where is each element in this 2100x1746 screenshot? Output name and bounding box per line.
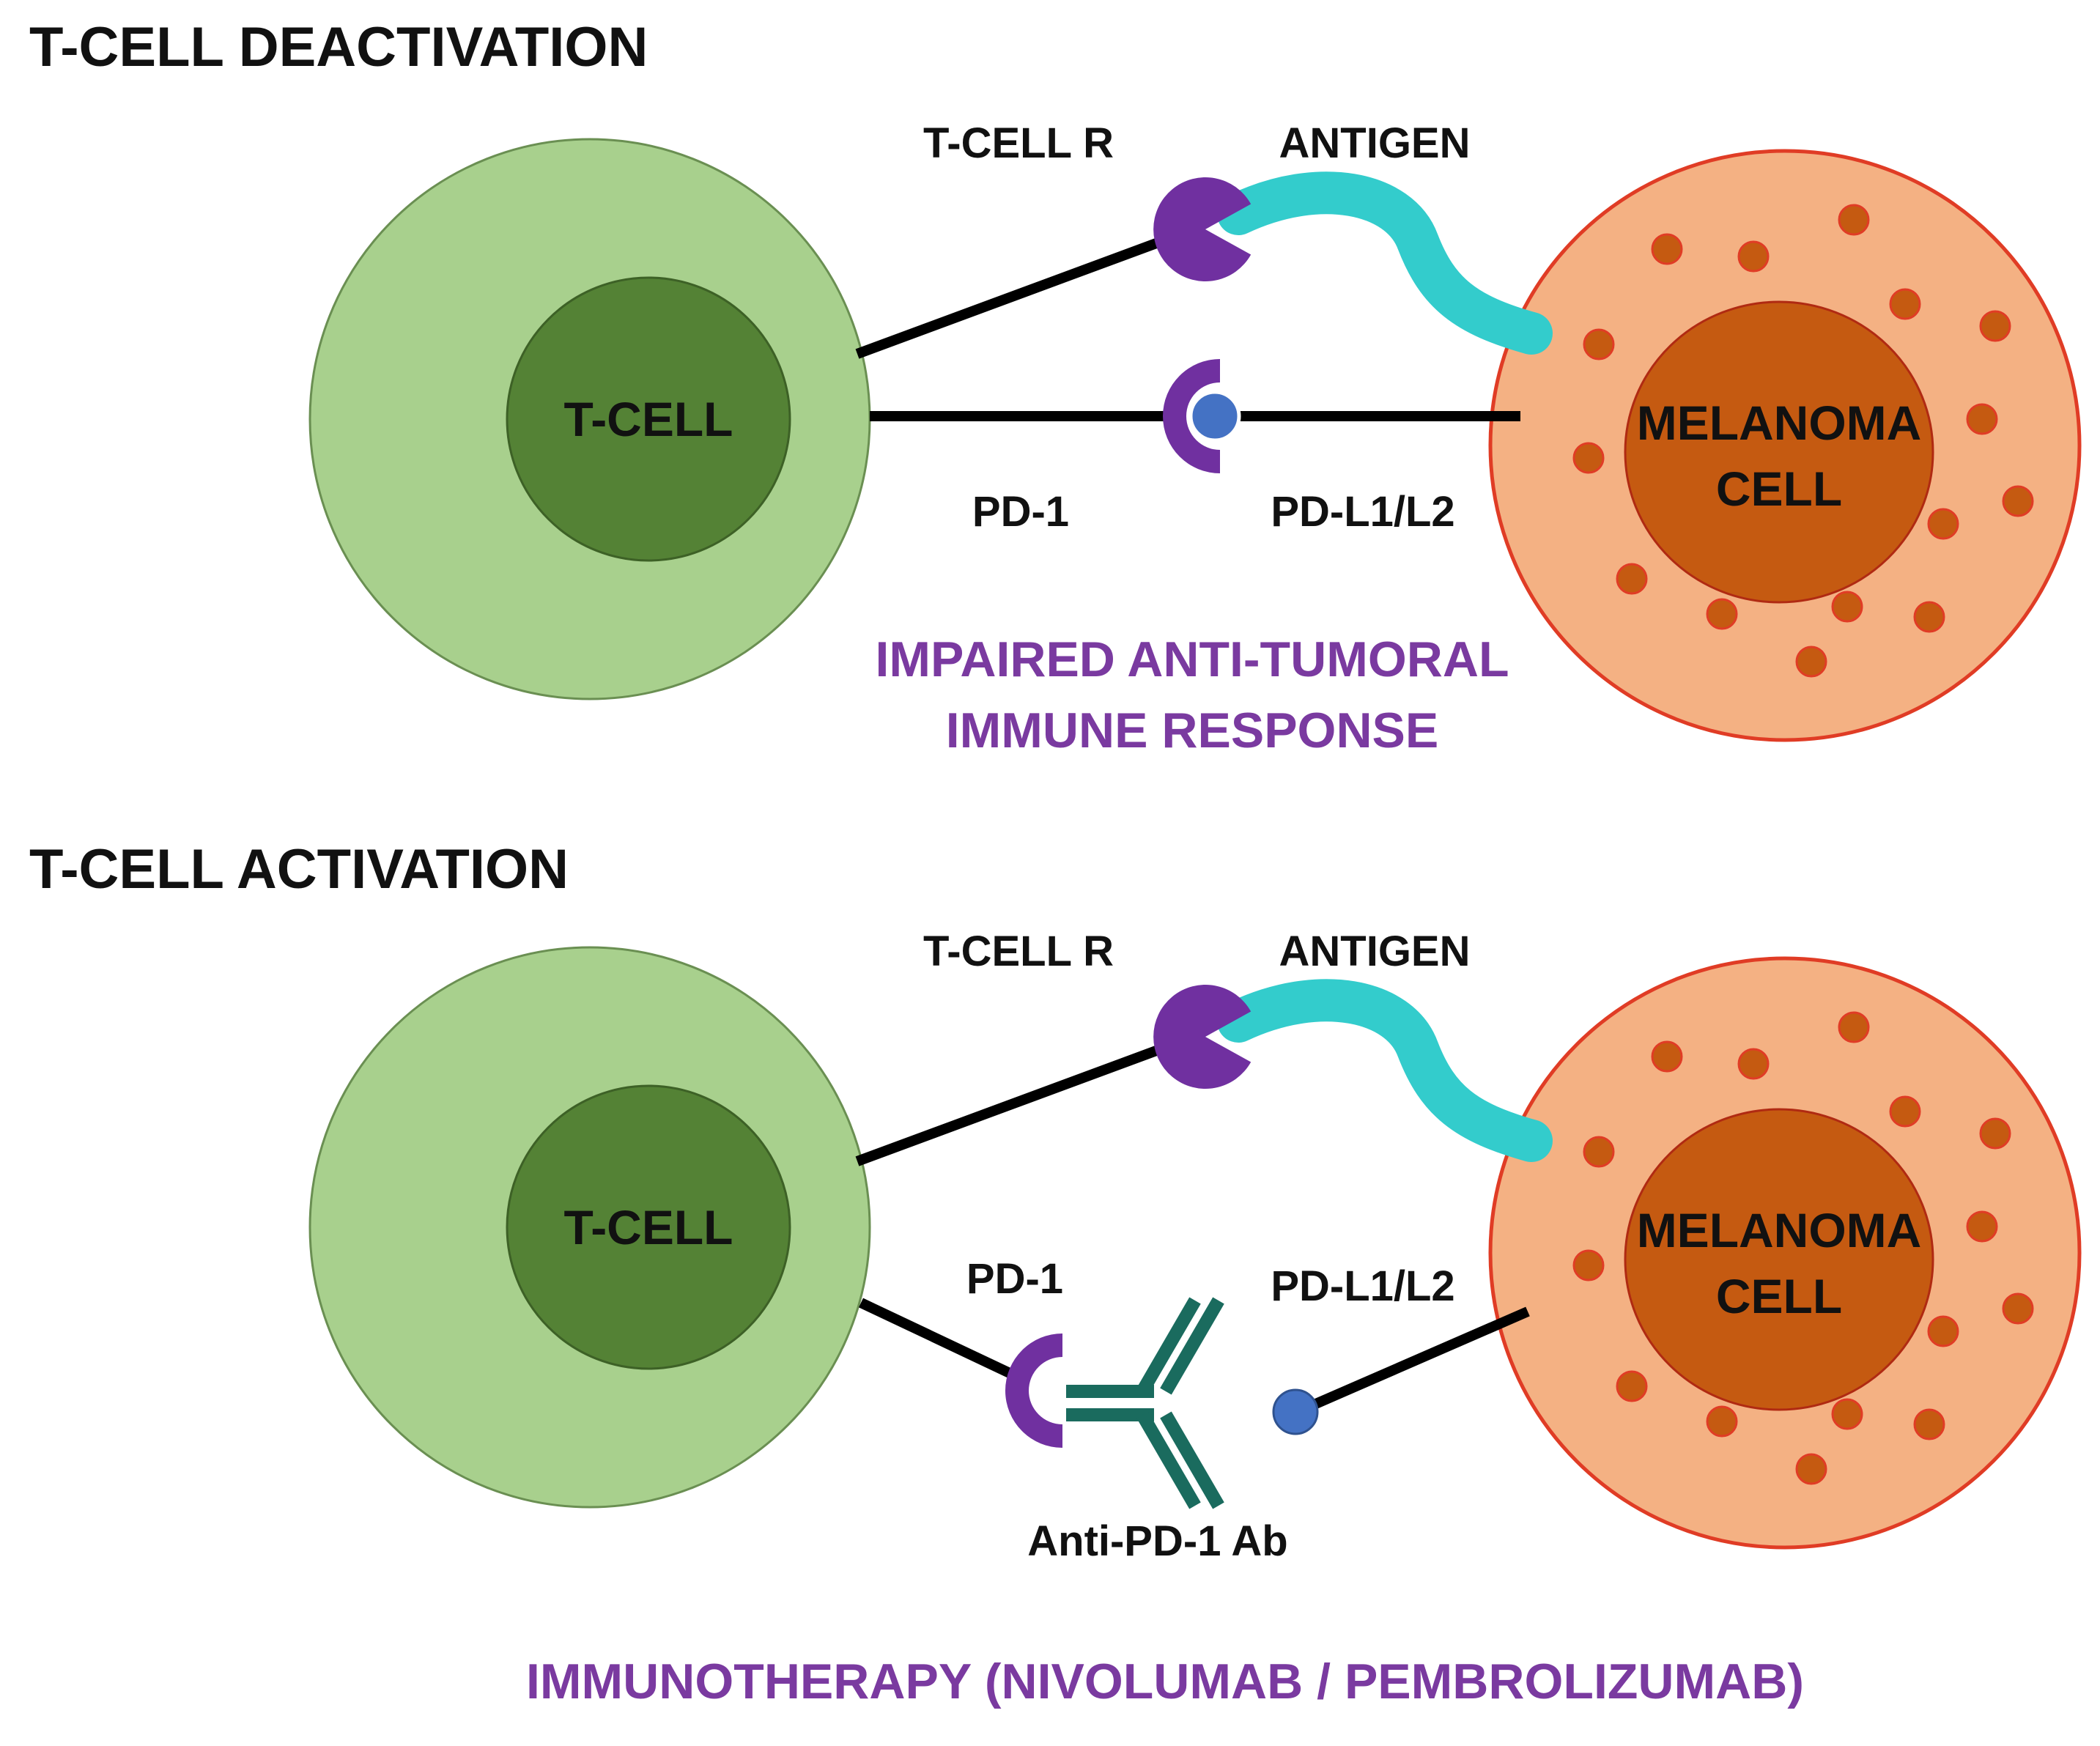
melanoma-granule: [1979, 310, 2011, 342]
melanoma-cell: MELANOMA CELL: [1488, 956, 2082, 1550]
melanoma-granule: [1795, 645, 1827, 678]
deactivation-heading: T-CELL DEACTIVATION: [29, 16, 648, 78]
melanoma-granule: [1831, 591, 1863, 623]
pd1-stalk: [859, 1298, 1013, 1379]
melanoma-nucleus: [1624, 300, 1934, 604]
melanoma-granule: [1838, 1011, 1870, 1043]
pd-l1-l2-label: PD-L1/L2: [1271, 488, 1454, 536]
melanoma-nucleus: [1624, 1108, 1934, 1411]
melanoma-granule: [1966, 1210, 1998, 1243]
activation-heading: T-CELL ACTIVATION: [29, 838, 569, 900]
tcr-stalk: [855, 238, 1158, 359]
antigen-label: ANTIGEN: [1279, 928, 1471, 975]
t-cell-nucleus: [506, 1084, 791, 1370]
melanoma-granule: [1651, 233, 1683, 265]
tcr-label: T-CELL R: [923, 119, 1114, 167]
melanoma-granule: [1889, 1095, 1921, 1128]
melanoma-granule: [1651, 1040, 1683, 1073]
t-cell: T-CELL: [308, 138, 871, 700]
melanoma-granule: [1838, 204, 1870, 236]
antigen: [1217, 979, 1553, 1162]
melanoma-cell: MELANOMA CELL: [1488, 149, 2082, 742]
melanoma-granules: [1572, 1011, 2034, 1485]
pd-l1-l2-ligand: [1188, 390, 1241, 443]
melanoma-granule: [1572, 442, 1605, 474]
melanoma-granule: [1979, 1117, 2011, 1150]
anti-pd-1-ab-label: Anti-PD-1 Ab: [1027, 1517, 1287, 1565]
melanoma-granule: [1706, 1405, 1738, 1438]
t-cell-nucleus: [506, 276, 791, 562]
melanoma-granule: [1616, 563, 1648, 595]
outcome-line2: IMMUNE RESPONSE: [946, 703, 1439, 758]
melanoma-granule: [1795, 1453, 1827, 1485]
activation-panel: T-CELL ACTIVATION T-CELL MELANOMA CELL: [29, 838, 2082, 1709]
pdl-stalk: [1298, 1306, 1530, 1416]
melanoma-granule: [1583, 328, 1615, 360]
therapy-label: IMMUNOTHERAPY (NIVOLUMAB / PEMBROLIZUMAB…: [526, 1654, 1804, 1709]
pd-1-receptor: [1005, 1333, 1062, 1448]
melanoma-granule: [2002, 485, 2034, 517]
melanoma-granule: [1966, 403, 1998, 435]
tcr-stalk: [855, 1046, 1158, 1166]
melanoma-label-line1: MELANOMA: [1637, 396, 1922, 450]
melanoma-granule: [1927, 1315, 1959, 1347]
deactivation-panel: T-CELL DEACTIVATION T-CELL MELANOMA CELL…: [29, 16, 2082, 758]
tcr-label: T-CELL R: [923, 928, 1114, 975]
melanoma-granule: [1583, 1136, 1615, 1168]
melanoma-granule: [2002, 1292, 2034, 1325]
melanoma-granule: [1913, 601, 1945, 633]
melanoma-label-line2: CELL: [1716, 1269, 1842, 1323]
melanoma-granule: [1927, 508, 1959, 540]
pd-l1-l2-label: PD-L1/L2: [1271, 1262, 1454, 1310]
anti-pd-1-antibody: [1066, 1301, 1219, 1506]
melanoma-granule: [1616, 1370, 1648, 1402]
melanoma-label-line2: CELL: [1716, 462, 1842, 516]
pd-1-label: PD-1: [972, 488, 1069, 536]
melanoma-granule: [1737, 1048, 1770, 1080]
melanoma-granule: [1831, 1398, 1863, 1430]
antigen: [1217, 171, 1553, 355]
t-cell-label: T-CELL: [564, 1200, 733, 1254]
pd-l1-l2-ligand: [1272, 1388, 1319, 1435]
melanoma-granule: [1737, 240, 1770, 273]
t-cell-label: T-CELL: [564, 392, 733, 446]
melanoma-granules: [1572, 204, 2034, 678]
melanoma-granule: [1913, 1408, 1945, 1440]
melanoma-label-line1: MELANOMA: [1637, 1203, 1922, 1257]
antigen-label: ANTIGEN: [1279, 119, 1471, 167]
outcome-line1: IMPAIRED ANTI-TUMORAL: [875, 632, 1509, 687]
melanoma-granule: [1572, 1249, 1605, 1281]
melanoma-granule: [1889, 288, 1921, 320]
t-cell: T-CELL: [308, 946, 871, 1509]
melanoma-granule: [1706, 598, 1738, 630]
pd-1-label: PD-1: [966, 1255, 1063, 1303]
